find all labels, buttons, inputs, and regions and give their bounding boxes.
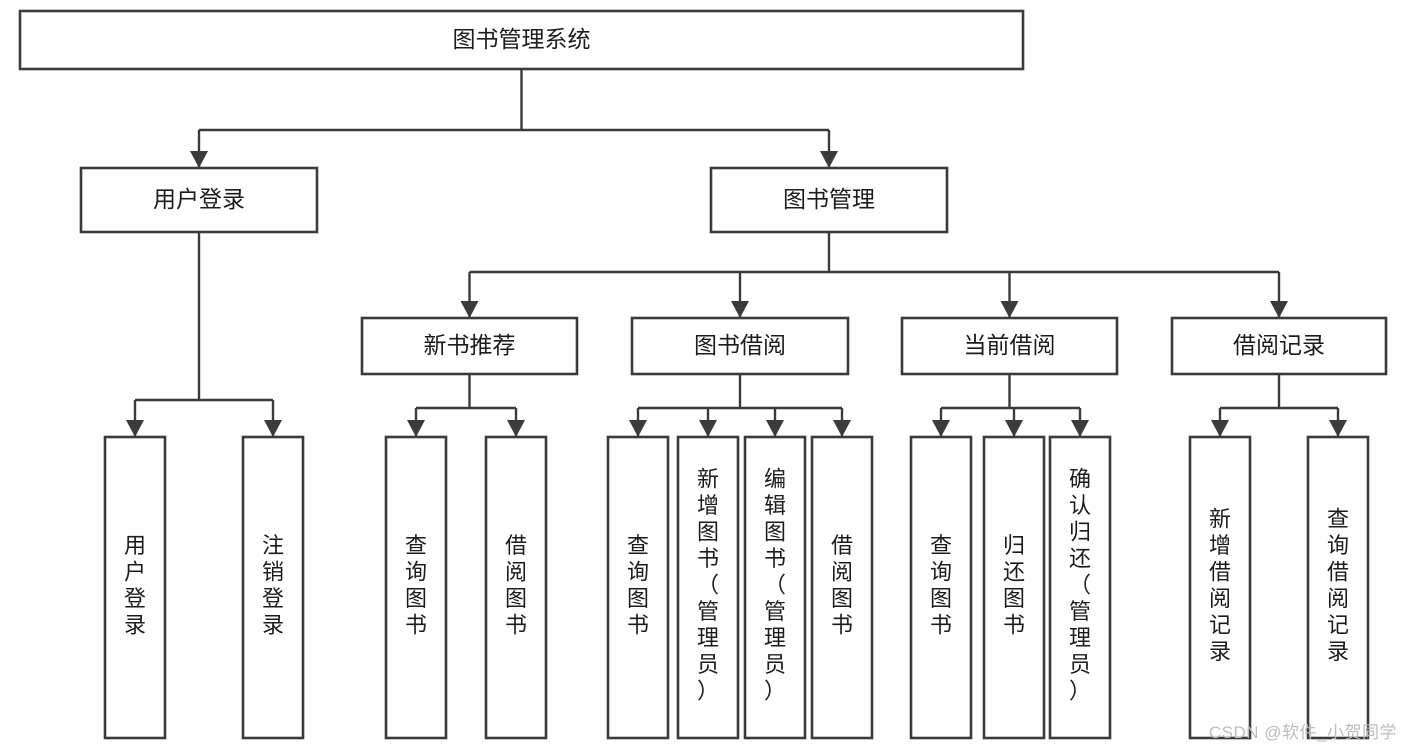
node-box-leaf-add-borrow-record	[1188, 435, 1252, 740]
node-leaf-borrow-book-1[interactable]: 借阅图书	[484, 435, 548, 740]
node-user-login[interactable]: 用户登录	[79, 166, 319, 234]
connectors-layer	[126, 69, 1347, 437]
node-label-leaf-query-borrow-record: 查询借阅记录	[1327, 506, 1349, 664]
arrow-head-icon	[507, 420, 525, 437]
node-box-leaf-confirm-return-admin	[1048, 435, 1112, 740]
arrow-head-icon	[766, 420, 784, 437]
node-box-leaf-query-borrow-record	[1306, 435, 1370, 740]
node-leaf-user-login[interactable]: 用户登录	[103, 435, 167, 740]
node-leaf-add-borrow-record[interactable]: 新增借阅记录	[1188, 435, 1252, 740]
node-leaf-query-borrow-record[interactable]: 查询借阅记录	[1306, 435, 1370, 740]
node-box-leaf-borrow-book-2	[810, 435, 874, 740]
node-label-borrow-record: 借阅记录	[1233, 332, 1325, 358]
node-box-leaf-add-book-admin	[676, 435, 740, 740]
node-label-leaf-borrow-book-2: 借阅图书	[831, 533, 853, 638]
node-box-book-borrow	[630, 316, 850, 376]
node-label-leaf-query-book-1: 查询图书	[405, 533, 427, 638]
arrow-head-icon	[820, 151, 838, 168]
node-box-root	[18, 9, 1025, 71]
node-box-leaf-query-book-3	[909, 435, 973, 740]
node-new-book-recommend[interactable]: 新书推荐	[360, 316, 579, 376]
node-label-leaf-edit-book-admin: 编辑图书（管理员）	[764, 467, 786, 704]
node-current-borrow[interactable]: 当前借阅	[900, 316, 1119, 376]
node-book-borrow[interactable]: 图书借阅	[630, 316, 850, 376]
node-label-new-book-recommend: 新书推荐	[424, 332, 516, 358]
node-leaf-confirm-return-admin[interactable]: 确认归还（管理员）	[1048, 435, 1112, 740]
node-leaf-edit-book-admin[interactable]: 编辑图书（管理员）	[743, 435, 807, 740]
node-leaf-borrow-book-2[interactable]: 借阅图书	[810, 435, 874, 740]
arrow-head-icon	[1211, 420, 1229, 437]
arrow-head-icon	[126, 420, 144, 437]
arrow-head-icon	[1270, 301, 1288, 318]
node-label-leaf-query-book-3: 查询图书	[930, 533, 952, 638]
node-label-leaf-return-book: 归还图书	[1003, 533, 1025, 638]
arrow-head-icon	[731, 301, 749, 318]
node-box-leaf-logout-login	[241, 435, 305, 740]
node-label-user-login: 用户登录	[153, 186, 245, 212]
node-box-leaf-return-book	[982, 435, 1046, 740]
arrow-head-icon	[460, 301, 479, 318]
node-root[interactable]: 图书管理系统	[18, 9, 1025, 71]
node-box-leaf-user-login	[103, 435, 167, 740]
node-box-current-borrow	[900, 316, 1119, 376]
node-leaf-query-book-1[interactable]: 查询图书	[384, 435, 448, 740]
node-box-book-manage	[709, 166, 949, 234]
node-label-leaf-query-book-2: 查询图书	[627, 533, 649, 638]
node-leaf-query-book-2[interactable]: 查询图书	[606, 435, 670, 740]
node-label-book-borrow: 图书借阅	[694, 332, 786, 358]
arrow-head-icon	[629, 420, 647, 437]
node-label-leaf-confirm-return-admin: 确认归还（管理员）	[1069, 467, 1091, 704]
node-label-leaf-logout-login: 注销登录	[262, 533, 284, 638]
node-box-leaf-edit-book-admin	[743, 435, 807, 740]
node-label-leaf-add-borrow-record: 新增借阅记录	[1209, 506, 1231, 664]
node-borrow-record[interactable]: 借阅记录	[1170, 316, 1388, 376]
arrow-head-icon	[190, 151, 208, 168]
node-leaf-query-book-3[interactable]: 查询图书	[909, 435, 973, 740]
node-label-current-borrow: 当前借阅	[964, 332, 1056, 358]
arrow-head-icon	[264, 420, 282, 437]
node-box-leaf-query-book-2	[606, 435, 670, 740]
arrow-head-icon	[1071, 420, 1089, 437]
node-label-leaf-add-book-admin: 新增图书（管理员）	[697, 467, 719, 704]
arrow-head-icon	[699, 420, 717, 437]
arrow-head-icon	[833, 420, 851, 437]
nodes-layer: 图书管理系统用户登录图书管理新书推荐图书借阅当前借阅借阅记录用户登录注销登录查询…	[18, 9, 1388, 740]
node-leaf-return-book[interactable]: 归还图书	[982, 435, 1046, 740]
arrow-head-icon	[932, 420, 950, 437]
watermark-label: CSDN @软件_小贺同学	[1208, 723, 1397, 742]
node-box-borrow-record	[1170, 316, 1388, 376]
node-leaf-add-book-admin[interactable]: 新增图书（管理员）	[676, 435, 740, 740]
node-box-user-login	[79, 166, 319, 234]
node-label-book-manage: 图书管理	[783, 186, 875, 212]
arrow-head-icon	[407, 420, 425, 437]
node-box-leaf-query-book-1	[384, 435, 448, 740]
node-label-root: 图书管理系统	[453, 26, 591, 52]
arrow-head-icon	[1000, 301, 1019, 318]
node-box-leaf-borrow-book-1	[484, 435, 548, 740]
arrow-head-icon	[1329, 420, 1347, 437]
node-book-manage[interactable]: 图书管理	[709, 166, 949, 234]
arrow-head-icon	[1005, 420, 1023, 437]
node-label-leaf-user-login: 用户登录	[124, 533, 146, 638]
node-leaf-logout-login[interactable]: 注销登录	[241, 435, 305, 740]
node-label-leaf-borrow-book-1: 借阅图书	[505, 533, 527, 638]
node-box-new-book-recommend	[360, 316, 579, 376]
